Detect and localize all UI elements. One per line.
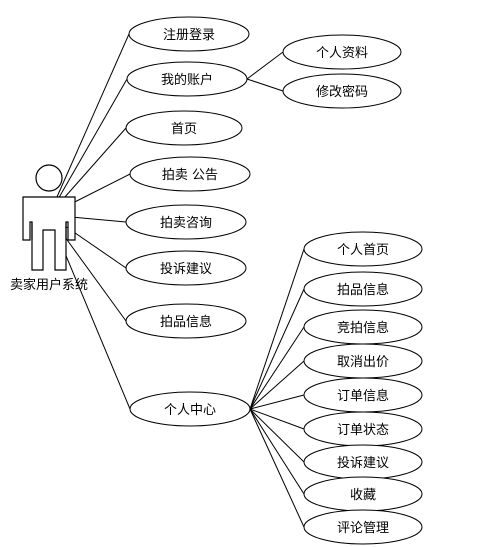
actor-figure (22, 164, 76, 271)
use-case-register-ellipse (128, 16, 250, 52)
use-case-notice-label: 拍卖 公告 (162, 168, 218, 183)
use-case-profile-ellipse (282, 34, 402, 70)
use-case-register-label: 注册登录 (163, 28, 215, 43)
use-case-c-review-label: 评论管理 (337, 521, 389, 536)
association-line (249, 326, 305, 410)
use-case-account-ellipse (126, 61, 248, 97)
association-line (249, 394, 305, 410)
use-case-c-home-ellipse (303, 231, 423, 267)
association-line (249, 248, 305, 410)
use-case-c-fav-label: 收藏 (350, 488, 376, 503)
use-case-c-status-label: 订单状态 (337, 423, 389, 438)
association-line (48, 78, 128, 216)
use-case-consult-label: 拍卖咨询 (160, 216, 212, 231)
use-case-profile-label: 个人资料 (316, 46, 368, 61)
use-case-c-lot-label: 拍品信息 (337, 282, 389, 298)
use-case-center-label: 个人中心 (164, 403, 216, 418)
use-case-c-home-label: 个人首页 (337, 243, 389, 258)
use-case-lot-info-ellipse (125, 303, 247, 339)
use-case-complaint-label: 投诉建议 (160, 261, 212, 277)
use-case-center-ellipse (129, 391, 251, 427)
use-case-lot-info-label: 拍品信息 (160, 314, 212, 330)
association-line (249, 360, 305, 410)
use-case-c-order-label: 订单信息 (337, 388, 389, 404)
use-case-consult-ellipse (125, 204, 247, 240)
use-case-home-label: 首页 (171, 122, 197, 137)
use-case-account-label: 我的账户 (161, 72, 213, 88)
use-case-c-review-ellipse (303, 509, 423, 545)
use-case-complaint-ellipse (125, 250, 247, 286)
use-case-c-complaint-label: 投诉建议 (337, 455, 389, 471)
use-case-home-ellipse (125, 110, 243, 146)
use-case-c-cancel-label: 取消出价 (337, 355, 389, 370)
association-line (246, 51, 284, 80)
actor-label: 卖家用户系统 (10, 277, 88, 293)
association-line (249, 408, 305, 463)
use-case-password-label: 修改密码 (316, 84, 368, 100)
association-line (48, 33, 130, 216)
association-line (249, 408, 305, 528)
use-case-password-ellipse (282, 73, 402, 109)
use-case-c-bid-label: 竞拍信息 (337, 320, 389, 336)
association-line (249, 408, 305, 430)
association-line (246, 78, 284, 92)
use-case-c-lot-ellipse (303, 271, 423, 307)
use-case-notice-ellipse (129, 156, 251, 192)
association-line (249, 408, 305, 495)
association-line (249, 288, 305, 410)
